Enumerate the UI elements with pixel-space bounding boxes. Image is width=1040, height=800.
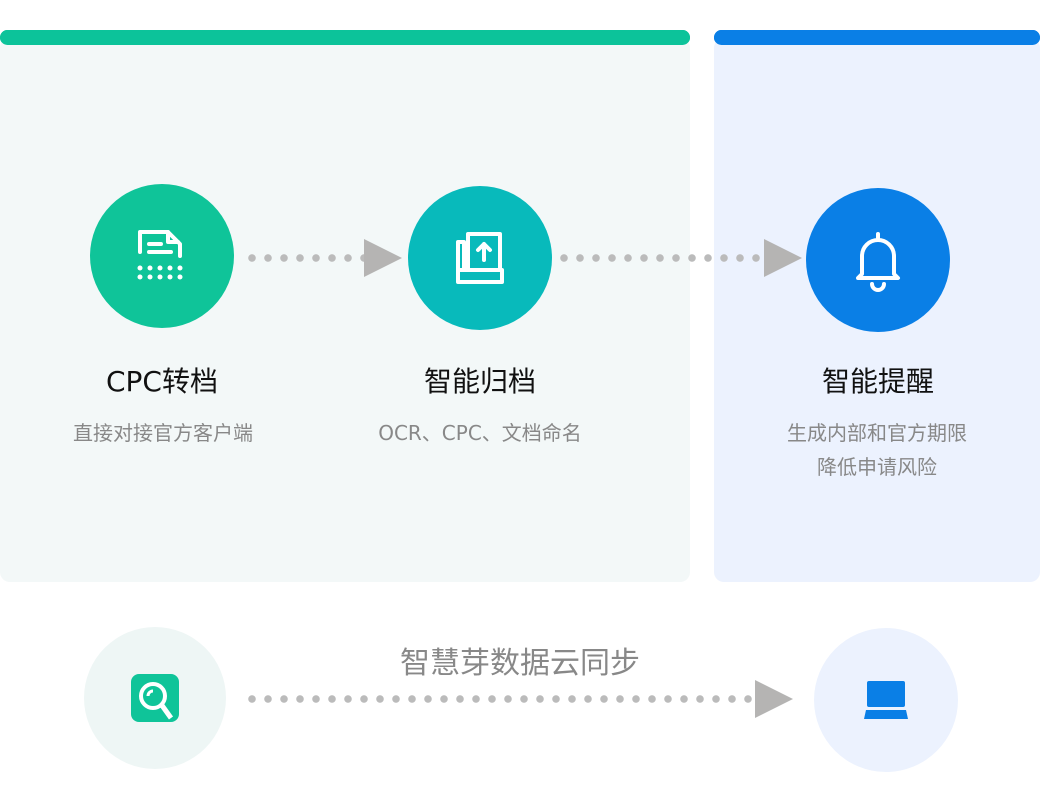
blue-stage-bar-top xyxy=(714,30,1040,45)
target-circle xyxy=(814,628,958,772)
source-circle xyxy=(84,627,226,769)
step-subtitle-line: 生成内部和官方期限 xyxy=(787,421,967,445)
patsnap-search-icon xyxy=(131,674,179,722)
step-subtitle: 直接对接官方客户端 xyxy=(73,421,253,445)
laptop-icon xyxy=(864,681,908,719)
flow-dots xyxy=(244,254,366,262)
bell-icon xyxy=(856,232,900,292)
step-title: 智能提醒 xyxy=(821,365,934,398)
processing-panel xyxy=(0,38,690,582)
arrow-icon xyxy=(364,239,402,277)
sync-label: 智慧芽数据云同步 xyxy=(400,646,640,681)
step-subtitle-line: 降低申请风险 xyxy=(817,455,937,479)
document-scan-icon xyxy=(137,230,183,280)
sync-dots xyxy=(244,695,756,703)
smart-archive-circle xyxy=(408,186,552,330)
cpc-convert-circle xyxy=(90,184,234,328)
step-subtitle: OCR、CPC、文档命名 xyxy=(378,421,582,445)
smart-reminder-circle xyxy=(806,188,950,332)
archive-upload-icon xyxy=(456,232,504,284)
arrow-icon xyxy=(755,680,793,718)
step-title: 智能归档 xyxy=(423,365,536,398)
flow-dots xyxy=(556,254,766,262)
arrow-icon xyxy=(764,239,802,277)
green-stage-bar-top xyxy=(0,30,690,45)
step-title: CPC转档 xyxy=(106,365,218,398)
